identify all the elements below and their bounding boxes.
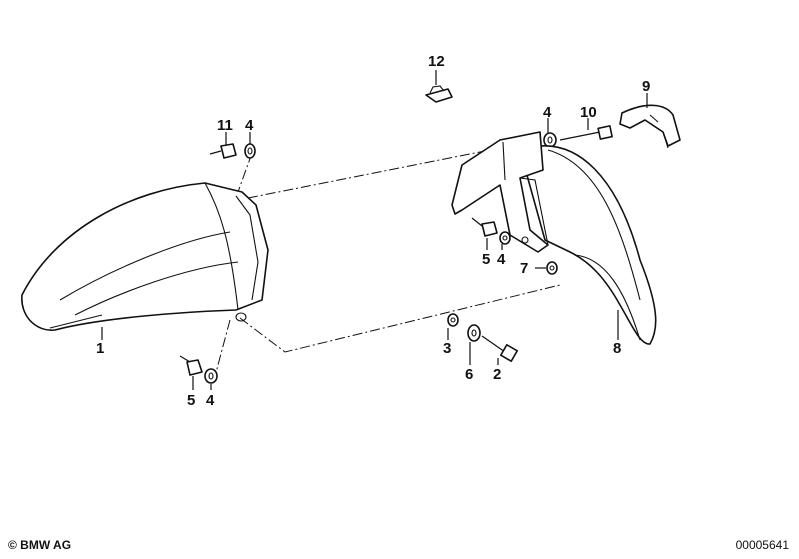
washer-part-4-right [499,231,511,245]
spacer-part-6 [467,324,481,342]
washer-part-3 [447,313,459,327]
callout-4-top-left: 4 [245,117,254,134]
callout-10: 10 [580,104,597,121]
nut-part-5-right [471,217,498,237]
callout-leaders [101,70,648,390]
copyright-notice: © BMW AG [8,538,72,552]
callout-4-top-right: 4 [543,104,552,121]
callout-6: 6 [465,366,473,383]
callout-5-left: 5 [187,392,195,409]
bolt-part-10 [559,125,613,141]
callout-4-left: 4 [206,392,215,409]
nut-part-11 [209,143,237,159]
rear-mudguard-part-8 [451,131,657,345]
callout-8: 8 [613,340,621,357]
washer-part-4-top [244,143,256,159]
washer-part-4-left [204,368,218,384]
callout-11: 11 [217,117,233,134]
clip-part-12 [425,85,453,103]
nut-part-5-left [179,355,203,376]
assembly-lines [213,147,561,381]
cover-part-9 [619,104,681,149]
callout-3: 3 [443,340,451,357]
callout-7: 7 [520,260,528,277]
callout-1: 1 [96,340,104,357]
callout-5-right: 5 [482,251,490,268]
diagram-code: 00005641 [735,538,789,552]
callout-12: 12 [428,53,445,70]
callout-2: 2 [493,366,501,383]
washer-part-4-top-right [543,132,557,148]
callout-4-right: 4 [497,251,506,268]
washer-part-7 [546,261,558,275]
callout-9: 9 [642,78,650,95]
front-mudguard-part-1 [21,182,269,331]
bolt-part-2 [481,335,518,362]
